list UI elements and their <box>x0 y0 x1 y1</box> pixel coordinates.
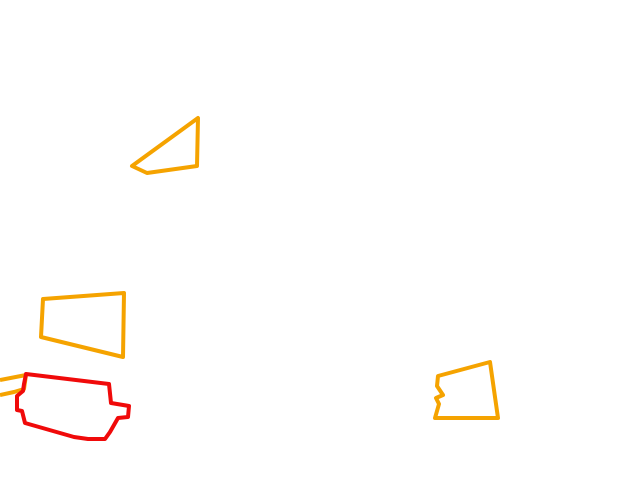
red-irregular-outline <box>15 372 131 441</box>
orange-quadrilateral-outline <box>39 291 126 359</box>
orange-triangle-outline <box>130 116 200 175</box>
orange-trapezoid-outline <box>433 360 500 420</box>
